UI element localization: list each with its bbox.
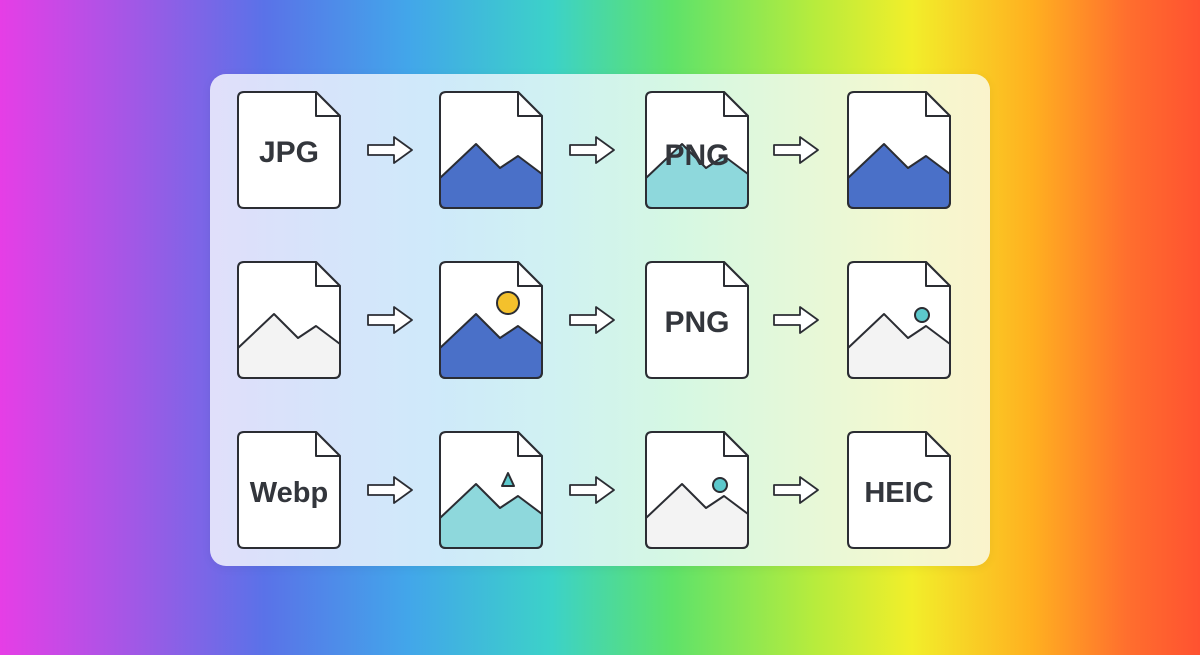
folded-corner-icon — [925, 91, 951, 117]
folded-corner-icon — [925, 431, 951, 457]
dot-icon — [914, 307, 930, 323]
right-arrow-icon — [367, 306, 413, 334]
file-icon: Webp — [237, 431, 341, 549]
folded-corner-icon — [315, 261, 341, 287]
conversion-grid-panel: JPG PNG PNG Webp HEIC — [210, 74, 990, 566]
triangle-icon — [501, 472, 515, 487]
folded-corner-icon — [723, 261, 749, 287]
right-arrow-icon — [773, 306, 819, 334]
folded-corner-icon — [925, 261, 951, 287]
file-icon: HEIC — [847, 431, 951, 549]
folded-corner-icon — [517, 431, 543, 457]
folded-corner-icon — [315, 91, 341, 117]
file-icon — [439, 431, 543, 549]
right-arrow-icon — [569, 306, 615, 334]
file-format-label: PNG — [664, 306, 729, 339]
right-arrow-icon — [569, 476, 615, 504]
file-icon — [439, 91, 543, 209]
light-mountain-icon — [847, 313, 951, 379]
teal-mountain-icon — [439, 483, 543, 549]
dot-icon — [712, 477, 728, 493]
file-icon: PNG — [645, 261, 749, 379]
file-body — [645, 261, 749, 379]
right-arrow-icon — [773, 136, 819, 164]
file-icon: JPG — [237, 91, 341, 209]
file-icon — [439, 261, 543, 379]
file-icon — [847, 261, 951, 379]
folded-corner-icon — [723, 91, 749, 117]
conversion-diagram: JPG PNG PNG Webp HEIC — [237, 91, 951, 549]
light-mountain-icon — [237, 313, 341, 379]
right-arrow-icon — [367, 476, 413, 504]
folded-corner-icon — [517, 261, 543, 287]
file-body — [237, 431, 341, 549]
blue-mountain-icon — [439, 143, 543, 209]
file-icon — [237, 261, 341, 379]
file-body — [847, 431, 951, 549]
right-arrow-icon — [773, 476, 819, 504]
light-mountain-icon — [645, 483, 749, 549]
file-format-label: Webp — [250, 477, 328, 509]
right-arrow-icon — [569, 136, 615, 164]
blue-mountain-icon — [439, 313, 543, 379]
sun-icon — [496, 291, 520, 315]
file-icon: PNG — [645, 91, 749, 209]
file-icon — [847, 91, 951, 209]
folded-corner-icon — [315, 431, 341, 457]
file-icon — [645, 431, 749, 549]
file-body — [237, 91, 341, 209]
blue-mountain-icon — [847, 143, 951, 209]
file-format-label: PNG — [664, 139, 729, 172]
file-format-label: JPG — [259, 136, 319, 169]
folded-corner-icon — [517, 91, 543, 117]
right-arrow-icon — [367, 136, 413, 164]
folded-corner-icon — [723, 431, 749, 457]
teal-mountain-icon — [645, 143, 749, 209]
file-format-label: HEIC — [864, 477, 933, 509]
